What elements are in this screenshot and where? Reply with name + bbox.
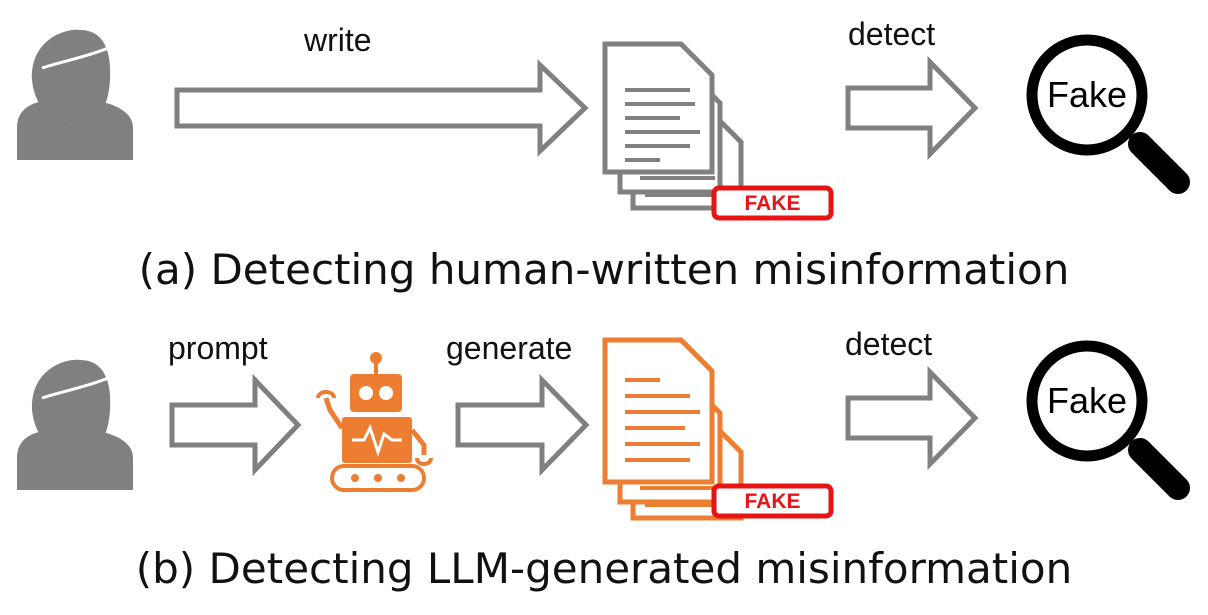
person-icon	[17, 29, 133, 160]
fake-stamp-b	[711, 483, 834, 519]
generate-arrow-icon	[455, 373, 590, 477]
prompt-arrow-icon	[169, 373, 302, 477]
magnifier-text-b: Fake	[1046, 380, 1128, 421]
document-stack-icon	[602, 41, 744, 211]
detect-arrow-icon	[845, 55, 979, 161]
magnifier-text-a: Fake	[1046, 74, 1128, 115]
prompt-label: prompt	[168, 330, 268, 366]
generate-label: generate	[446, 330, 573, 366]
document-stack-icon-b	[602, 337, 744, 521]
robot-icon	[316, 352, 433, 492]
detect-label-a: detect	[848, 16, 936, 52]
write-label: write	[304, 22, 372, 58]
detect-label-b: detect	[845, 326, 933, 362]
fake-stamp-text-b: FAKE	[744, 490, 801, 513]
detect-arrow-icon-b	[845, 365, 979, 471]
caption-b: (b) Detecting LLM-generated misinformati…	[135, 544, 1073, 593]
fake-stamp-text-a: FAKE	[744, 192, 801, 215]
fake-stamp	[711, 185, 834, 221]
person-icon-b	[17, 359, 133, 490]
magnifier-icon	[1026, 34, 1190, 194]
write-arrow-icon	[174, 59, 589, 157]
magnifier-icon-b	[1026, 340, 1190, 500]
caption-a: (a) Detecting human-written misinformati…	[138, 245, 1070, 294]
